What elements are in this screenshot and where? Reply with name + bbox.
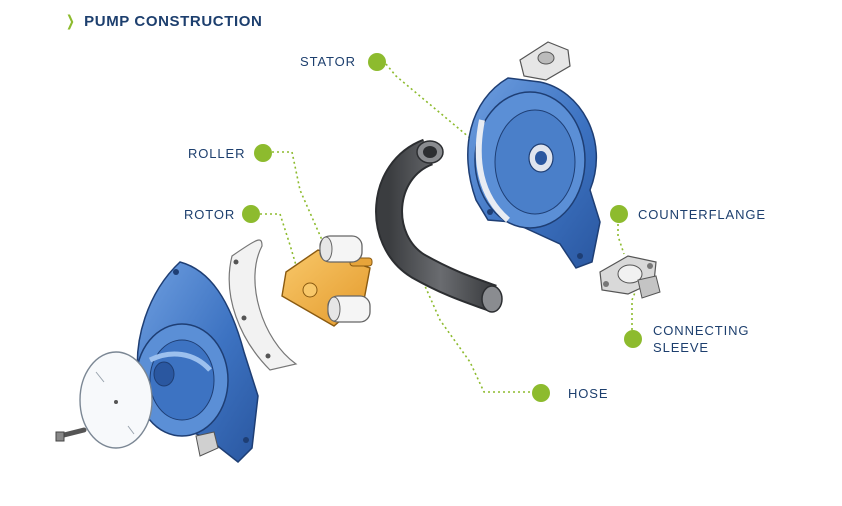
roller-label: ROLLER [188, 146, 246, 161]
hose-callout-dot [532, 384, 550, 402]
stator-part [467, 41, 601, 269]
pump-housing-part [135, 261, 259, 464]
cover-disc-part [79, 351, 153, 449]
bolt-part [55, 427, 87, 442]
roller-leader-line [272, 151, 323, 241]
hose-leader-line [409, 251, 540, 393]
chevron-right-icon: ❯ [65, 13, 76, 30]
page-title: ❯ PUMP CONSTRUCTION [64, 12, 263, 31]
roller-part [319, 235, 371, 323]
connecting-sleeve-label: CONNECTING SLEEVE [653, 323, 750, 355]
connecting-sleeve-leader-line [631, 289, 637, 330]
connecting-sleeve-part [637, 275, 661, 299]
counterflange-leader-line [617, 214, 625, 255]
counterflange-label: COUNTERFLANGE [638, 207, 766, 222]
stator-callout-dot [368, 53, 386, 71]
rotor-leader-line [260, 213, 299, 273]
rotor-label: ROTOR [184, 207, 236, 222]
roller-callout-dot [254, 144, 272, 162]
stator-leader-line [385, 63, 471, 139]
counterflange-callout-dot [610, 205, 628, 223]
stator-label: STATOR [300, 54, 356, 69]
rotor-callout-dot [242, 205, 260, 223]
guide-shoe-part [228, 239, 298, 371]
connecting-sleeve-callout-dot [624, 330, 642, 348]
hose-label: HOSE [568, 386, 609, 401]
page-title-text: PUMP CONSTRUCTION [84, 12, 263, 30]
hose-part [375, 138, 503, 313]
